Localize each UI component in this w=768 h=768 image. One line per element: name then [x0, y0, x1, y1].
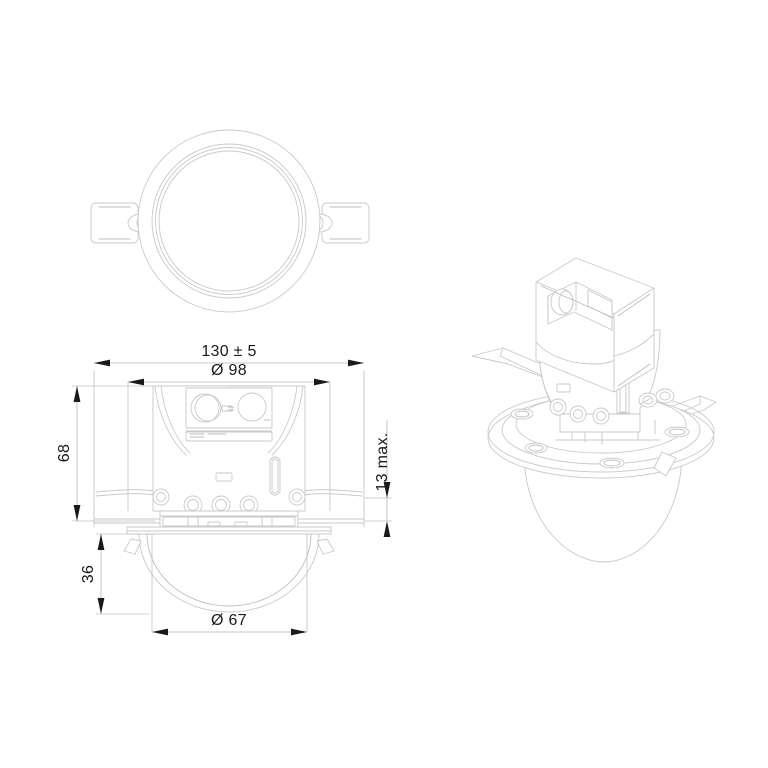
- dome-front: [138, 533, 320, 613]
- front-elevation-view: [93, 385, 365, 613]
- dome-lug-right: [316, 538, 335, 555]
- dimension-36: 36: [80, 534, 105, 614]
- iso-dome-lug: [653, 451, 677, 477]
- dimension-36-label: 36: [80, 565, 97, 583]
- top-view: [90, 129, 370, 313]
- dimension-13-max-label: 13 max.: [374, 432, 391, 491]
- detector-body-front: [152, 385, 306, 515]
- isometric-view: [471, 257, 717, 563]
- dimension-68-label: 68: [56, 444, 73, 462]
- flange-ring-front: [159, 510, 299, 528]
- dimension-67-label: Ø 67: [211, 612, 247, 629]
- iso-upper-housing: [535, 257, 655, 393]
- dimension-68: 68: [56, 386, 81, 521]
- dimension-diameter-98: Ø 98: [128, 362, 330, 386]
- dome-lug-left: [123, 538, 142, 555]
- iso-flange-ring: [487, 391, 715, 479]
- dimension-13-max: 13 max.: [374, 420, 391, 537]
- dimension-set: 130 ± 5 Ø 98 68 36: [56, 343, 392, 636]
- dimension-130-plus-minus-5: 130 ± 5: [94, 343, 364, 367]
- dimension-130-label: 130 ± 5: [201, 343, 256, 360]
- dimension-98-label: Ø 98: [211, 362, 247, 379]
- dimension-diameter-67: Ø 67: [152, 612, 307, 636]
